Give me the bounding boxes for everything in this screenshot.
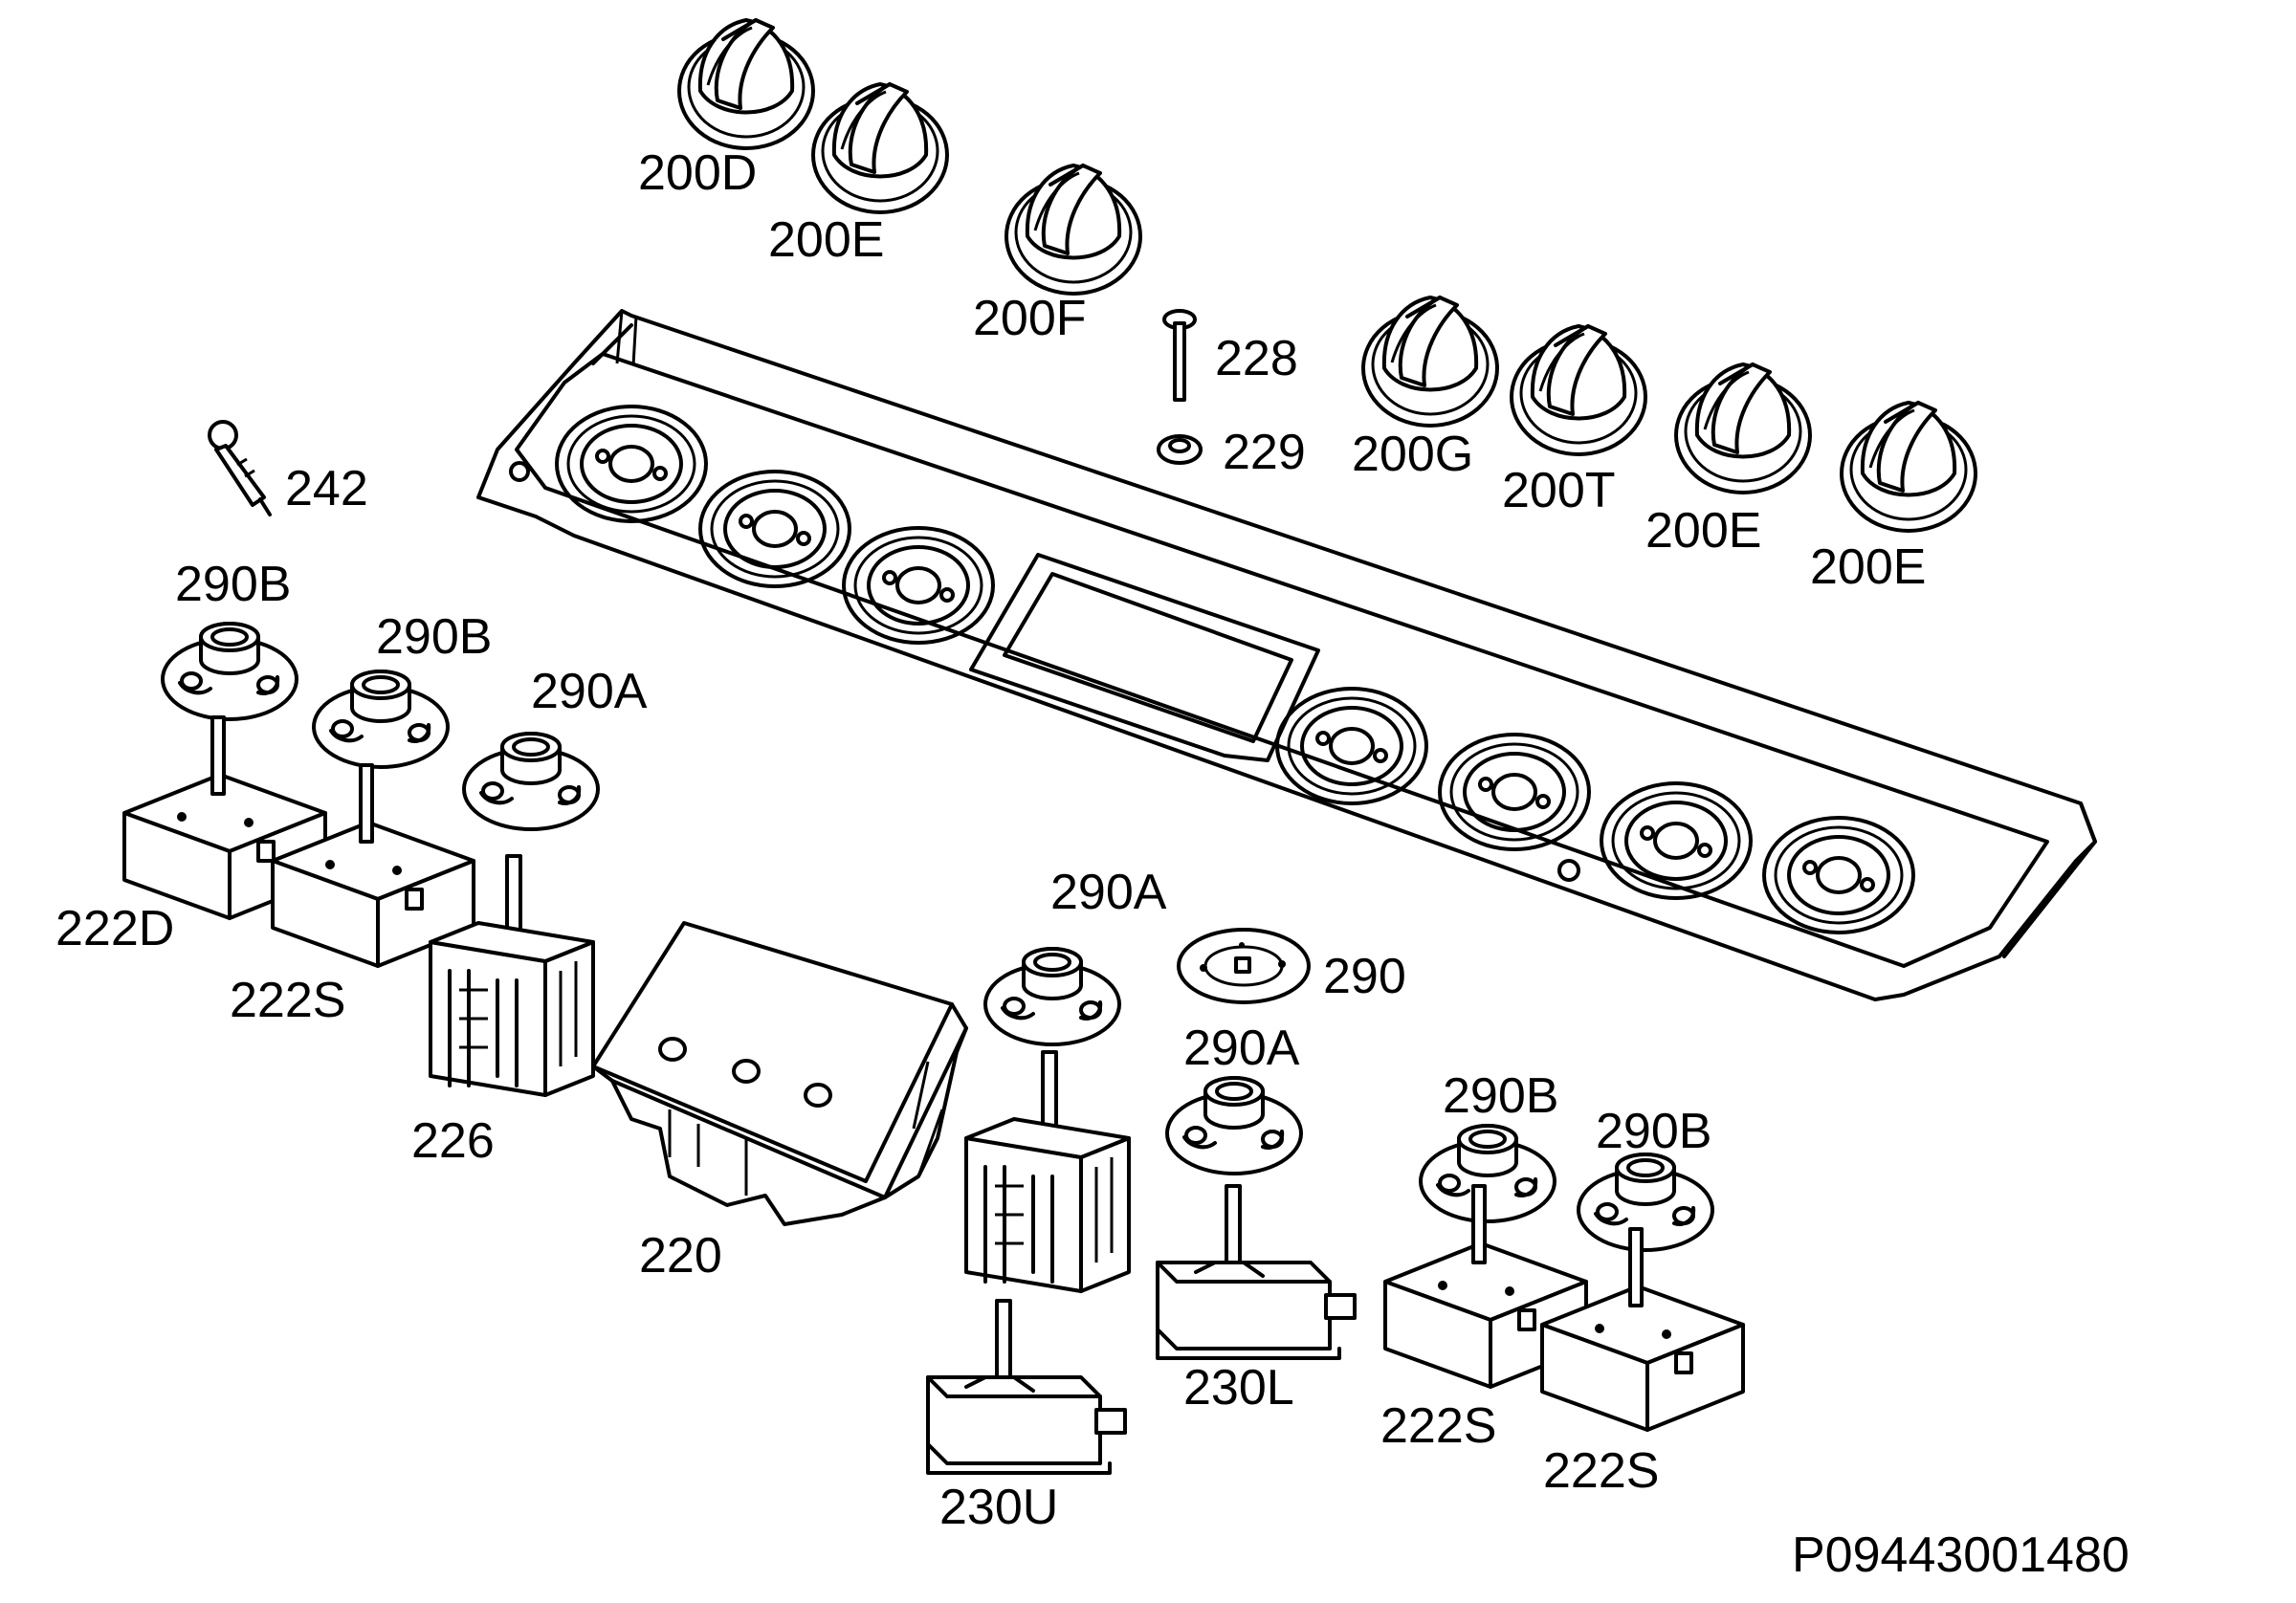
label-220: 220 (639, 1228, 722, 1284)
knob-200e-b-icon (1674, 362, 1812, 494)
label-230l: 230L (1183, 1360, 1294, 1416)
control-panel (476, 309, 2097, 1001)
bezel-290b-d-icon (1577, 1153, 1714, 1252)
label-200e-c: 200E (1810, 539, 1926, 595)
knob-200f-icon (1004, 164, 1142, 296)
bezel-290b-c-icon (1419, 1124, 1556, 1223)
screw-228-icon (1162, 309, 1197, 402)
label-290b-c: 290B (1443, 1068, 1558, 1124)
timer-220-icon (591, 921, 968, 1226)
label-290a-a: 290A (531, 664, 648, 719)
label-200e-b: 200E (1645, 503, 1761, 559)
label-290a-b: 290A (1050, 865, 1167, 920)
switch-230u-icon (926, 1299, 1127, 1475)
bezel-290a-b-icon (983, 947, 1121, 1046)
label-229: 229 (1223, 425, 1306, 480)
bezel-290b-b-icon (312, 670, 450, 769)
label-230u: 230U (939, 1480, 1058, 1535)
drawing-code: P09443001480 (1792, 1527, 2130, 1583)
knob-200e-c-icon (1840, 401, 1977, 533)
knob-200d-icon (677, 18, 815, 150)
label-200e-a: 200E (768, 212, 884, 268)
label-290b-a: 290B (175, 557, 291, 612)
indicator-242-icon (208, 420, 272, 516)
disc-290-icon (1177, 928, 1311, 1004)
label-228: 228 (1215, 331, 1298, 386)
label-290: 290 (1323, 949, 1406, 1004)
label-200d: 200D (638, 145, 757, 201)
label-242: 242 (285, 461, 368, 516)
label-290b-d: 290B (1596, 1104, 1711, 1159)
label-222s-c: 222S (1543, 1443, 1659, 1499)
label-222s-b: 222S (1380, 1398, 1496, 1454)
label-200g: 200G (1352, 427, 1473, 482)
knob-200e-icon (811, 82, 949, 214)
label-200f: 200F (973, 291, 1087, 346)
bezel-290b-a-icon (161, 622, 298, 721)
bezel-290a-c-icon (1165, 1076, 1303, 1175)
label-226: 226 (411, 1113, 495, 1169)
label-200t: 200T (1502, 463, 1616, 518)
label-290a-c: 290A (1183, 1021, 1300, 1076)
label-222d: 222D (55, 901, 174, 956)
label-290b-b: 290B (376, 609, 492, 665)
nut-229-icon (1157, 434, 1203, 465)
switch-222s-c-icon (1540, 1227, 1745, 1432)
knob-200t-icon (1510, 324, 1647, 456)
bezel-290a-a-icon (462, 732, 600, 831)
switch-226-b-icon (964, 1050, 1131, 1293)
switch-230l-icon (1156, 1184, 1357, 1360)
label-222s-a: 222S (230, 973, 345, 1028)
knob-200g-icon (1361, 296, 1499, 428)
